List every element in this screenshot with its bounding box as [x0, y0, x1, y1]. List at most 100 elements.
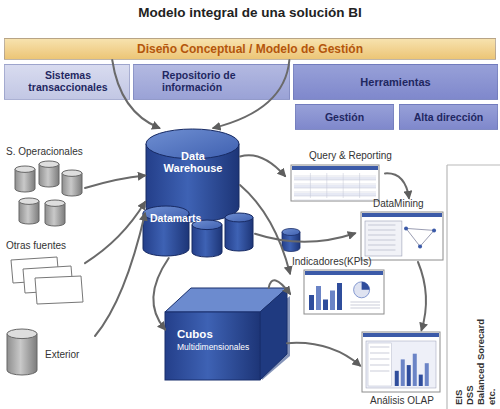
node-text: Datamarts — [150, 213, 201, 225]
tool-screen-part — [368, 230, 395, 231]
tool-screen-part — [359, 173, 360, 198]
tool-screen-part — [368, 250, 395, 251]
source-group-part — [19, 198, 39, 204]
tool-screen-part — [294, 200, 376, 201]
tool-screen-part — [294, 196, 376, 197]
source-group-part — [7, 334, 37, 375]
tool-screen-part — [425, 363, 429, 386]
source-group — [5, 146, 85, 230]
tool-screen-part — [404, 226, 408, 230]
tool-screen-part — [362, 213, 442, 217]
node-text: DataMining — [373, 198, 424, 209]
tool-screen: Análisis OLAP — [360, 330, 442, 409]
side-label: DSS — [465, 385, 476, 405]
tool-band: Alta dirección — [399, 104, 498, 130]
tool-screen-part — [406, 228, 434, 230]
tool-screen-part — [368, 240, 395, 241]
tool-screen: Indicadores(KPIs) — [290, 256, 385, 314]
olap-cube: CubosMultidimensionales — [165, 288, 287, 380]
flow-arrow — [240, 155, 285, 176]
tool-screen-part — [406, 228, 420, 246]
source-group-part — [45, 200, 65, 206]
tool-screen-part — [316, 286, 321, 310]
side-label: etc. — [487, 389, 498, 405]
tool-screen-part — [294, 189, 376, 192]
node-text: Data Warehouse — [157, 150, 229, 175]
node-text: Herramientas — [294, 76, 497, 88]
flow-arrow — [269, 280, 290, 293]
node-text: Otras fuentes — [6, 240, 66, 251]
tool-screen-part — [291, 165, 379, 201]
node-text: Cubos — [177, 328, 213, 341]
node-text: Query & Reporting — [309, 150, 392, 161]
flow-arrow — [112, 60, 159, 128]
flow-arrow — [213, 60, 289, 128]
tool-screen-part — [395, 371, 399, 386]
source-group: S. Operacionales — [5, 146, 85, 230]
tool-screen-part — [294, 173, 376, 176]
tool-screen-part — [413, 354, 417, 386]
tool-screen-part — [350, 305, 380, 306]
datamart-cylinders: Datamarts — [140, 204, 255, 258]
tool-screen: DataMining — [355, 198, 445, 262]
source-group: Otras fuentes — [5, 240, 85, 306]
olap-cube-part — [165, 312, 260, 380]
node-text: Multidimensionales — [177, 343, 249, 353]
tool-screen-part — [362, 332, 440, 392]
tool-screen-part — [419, 375, 423, 386]
tool-screen-part — [323, 300, 328, 311]
layer-band: Sistemas transaccionales — [4, 64, 130, 100]
node-text: Alta dirección — [400, 112, 497, 124]
tool-screen-part — [361, 212, 443, 260]
node-text: Análisis OLAP — [370, 395, 434, 406]
tool-screen-part — [294, 176, 376, 177]
concept-band: Diseño Conceptual / Modelo de Gestión — [4, 38, 496, 60]
node-text: Gestión — [296, 112, 393, 124]
decoration-layer-part — [447, 164, 500, 165]
node-text: Sistemas transaccionales — [13, 70, 123, 94]
flow-arrow — [418, 262, 426, 330]
flow-arrow — [240, 185, 290, 273]
node-text: Repositorio de información — [162, 70, 262, 94]
tool-screen-part — [294, 192, 376, 193]
source-group-part — [7, 329, 37, 339]
tool-screen-part — [294, 197, 376, 200]
decoration-layer-part — [282, 229, 300, 236]
flow-arrow — [385, 173, 409, 198]
tool-screen-part — [294, 193, 376, 196]
flow-arrow — [85, 202, 145, 263]
tool-screen-part — [350, 302, 380, 303]
tool-screen-part — [294, 180, 376, 181]
tool-screen-part — [432, 228, 436, 232]
olap-cube-part — [260, 288, 287, 380]
tool-screen-part — [330, 291, 335, 311]
tool-screen-part — [294, 188, 376, 189]
tool-screen-part — [309, 295, 314, 310]
tool-screen-part — [363, 333, 439, 337]
side-label: Balanced Sorecard — [476, 319, 487, 405]
tool-screen-part — [362, 282, 370, 290]
tool-screen-part — [370, 371, 389, 372]
tool-screen-part — [294, 184, 376, 185]
tool-screen-part — [401, 359, 405, 386]
tool-screen-part — [337, 283, 342, 310]
tool-screen-part — [292, 166, 378, 170]
flow-arrow — [153, 258, 168, 329]
flow-arrow — [287, 343, 360, 366]
tool-band: Gestión — [295, 104, 394, 130]
tool-screen: Query & Reporting — [285, 150, 385, 202]
tool-screen-part — [354, 282, 370, 298]
tool-screen-part — [407, 365, 411, 386]
source-group-part — [35, 276, 83, 304]
layer-band: Herramientas — [293, 64, 498, 100]
node-text: Indicadores(KPIs) — [292, 256, 371, 267]
layer-band: Repositorio de información — [133, 64, 290, 100]
tool-screen-part — [350, 308, 380, 309]
source-group-part — [15, 166, 35, 172]
tool-screen-part — [368, 245, 395, 246]
diagram-title: Modelo integral de una solución BI — [0, 5, 500, 20]
tool-screen-part — [305, 271, 383, 275]
tool-screen-part — [420, 230, 434, 246]
source-group: Exterior — [5, 325, 95, 380]
